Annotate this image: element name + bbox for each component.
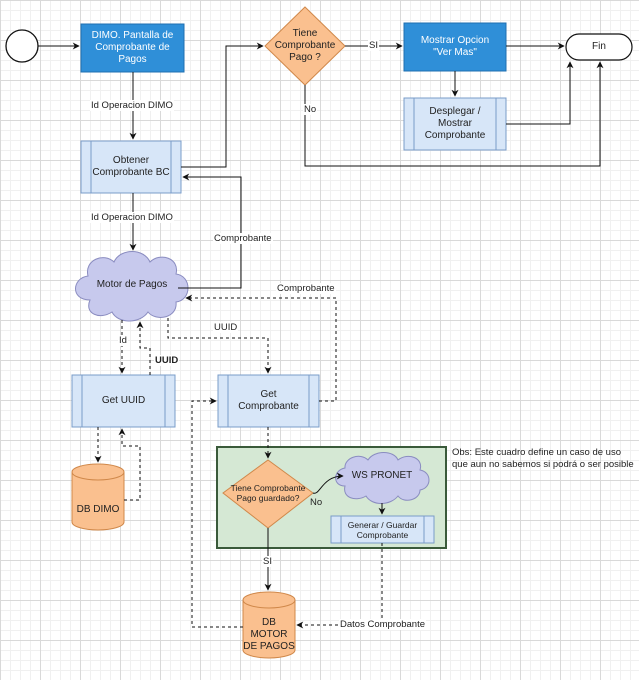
has-saved-receipt-label: Tiene Comprobante Pago guardado? — [230, 483, 306, 503]
dimo-screen-box[interactable] — [80, 23, 185, 73]
edge-diamond-no-to-fin — [304, 61, 604, 167]
db-dimo-cylinder[interactable] — [71, 463, 125, 531]
edge-desplegar-to-fin — [506, 61, 574, 125]
get-uuid-label: Get UUID — [101, 395, 146, 406]
start-node[interactable] — [5, 29, 39, 63]
payment-engine-label: Motor de Pagos — [96, 279, 168, 290]
edge-label-op-id-2: Id Operacion DIMO — [90, 212, 174, 223]
edge-label-no-inner: No — [310, 497, 323, 508]
get-receipt-label: Get Comprobante — [238, 389, 299, 412]
edge-label-id: Id — [118, 335, 128, 346]
edge-label-no-top: No — [303, 104, 318, 115]
db-dimo-label: DB DIMO — [76, 504, 120, 515]
dimo-screen-label: DIMO. Pantalla de Comprobante de Pagos — [91, 30, 174, 65]
edge-label-uuid-2: UUID — [154, 355, 180, 366]
display-receipt-process[interactable] — [403, 97, 507, 151]
display-receipt-label: Desplegar / Mostrar Comprobante — [424, 106, 486, 141]
show-option-label: Mostrar Opcion "Ver Mas" — [420, 35, 490, 58]
db-payment-engine-label: DB MOTOR DE PAGOS — [243, 617, 295, 652]
end-label: Fin — [592, 41, 606, 52]
show-option-box[interactable] — [403, 22, 507, 72]
generate-save-receipt-label: Generar / Guardar Comprobante — [347, 519, 418, 540]
edge-motor-to-obtener — [178, 173, 242, 289]
edge-inner-no-to-ws — [312, 472, 344, 494]
payment-engine-cloud[interactable] — [75, 251, 189, 322]
edge-label-si-top: SI — [368, 40, 379, 51]
edge-getcomp-to-motor — [185, 294, 337, 402]
edge-obtener-to-diamond — [181, 42, 264, 168]
get-receipt-bc-label: Obtener Comprobante BC — [92, 155, 170, 178]
ws-pronet-label: WS PRONET — [351, 470, 413, 481]
get-uuid-process[interactable] — [71, 374, 176, 428]
edge-generar-to-db — [296, 543, 383, 629]
edge-label-op-id-1: Id Operacion DIMO — [90, 100, 174, 111]
edge-dbdimo-to-getuuid — [118, 428, 141, 501]
edge-label-comprobante-1: Comprobante — [213, 233, 273, 244]
get-receipt-bc-process[interactable] — [80, 140, 182, 194]
edge-label-datos-comprobante: Datos Comprobante — [339, 619, 427, 630]
has-receipt-label: Tiene Comprobante Pago ? — [274, 28, 336, 63]
edge-label-uuid-1: UUID — [213, 322, 239, 333]
use-case-note: Obs: Este cuadro define un caso de uso q… — [452, 447, 634, 470]
edge-label-comprobante-2: Comprobante — [276, 283, 336, 294]
end-node[interactable] — [565, 33, 633, 61]
ws-pronet-cloud[interactable] — [335, 452, 430, 504]
edge-db-to-getcomp — [191, 397, 243, 628]
edge-getuuid-to-motor — [136, 321, 151, 375]
db-payment-engine-cylinder[interactable] — [242, 591, 296, 659]
edge-label-si-inner: SI — [262, 556, 273, 567]
